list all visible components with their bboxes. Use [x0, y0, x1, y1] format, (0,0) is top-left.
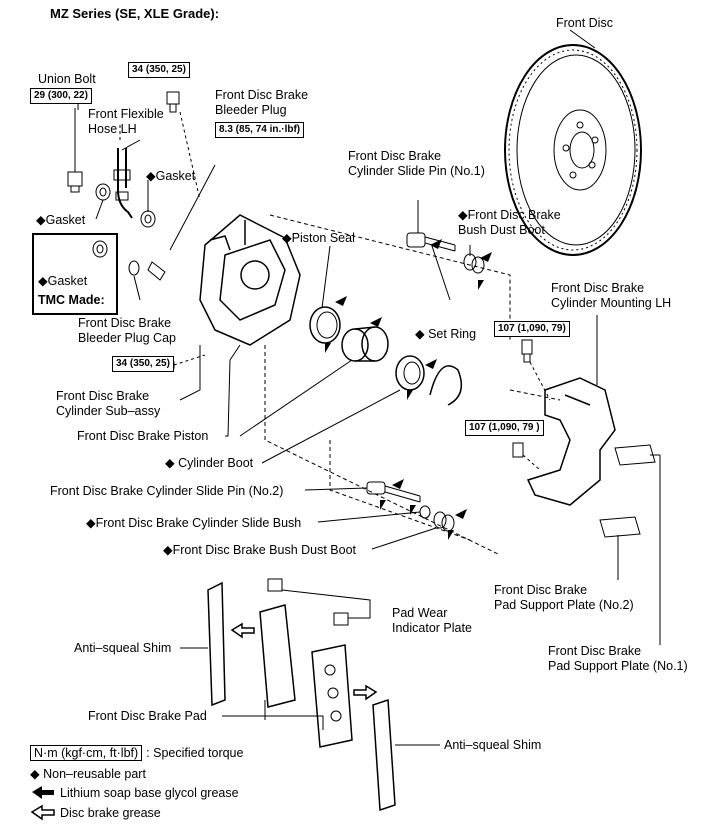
label-slide-pin-2: Front Disc Brake Cylinder Slide Pin (No.… — [50, 484, 284, 498]
label-line: Front Disc Brake — [56, 389, 150, 403]
front-disc — [504, 44, 642, 256]
label-cylinder-sub-assy: Front Disc Brake Cylinder Sub–assy — [56, 389, 160, 419]
label-line: Front Disc Brake — [348, 149, 442, 163]
union-bolt — [67, 108, 83, 193]
grease-arrows — [325, 239, 492, 540]
label-support-plate-2: Front Disc Brake Pad Support Plate (No.2… — [494, 583, 634, 613]
caliper — [199, 214, 301, 346]
label-line: Pad Wear — [392, 606, 448, 620]
torque-union-bolt: 29 (300, 22) — [30, 88, 92, 104]
label-gasket-right: ◆Gasket — [146, 169, 196, 183]
label-line: Hose LH — [88, 122, 137, 136]
label-line: Front Disc Brake — [494, 583, 588, 597]
label-line: Bleeder Plug Cap — [78, 331, 176, 345]
label-line: Bush Dust Boot — [458, 223, 545, 237]
tmc-made-box — [32, 233, 118, 315]
label-support-plate-1: Front Disc Brake Pad Support Plate (No.1… — [548, 644, 688, 674]
label-line: Indicator Plate — [392, 621, 472, 635]
label-bush-dust-boot-2: ◆Front Disc Brake Bush Dust Boot — [163, 543, 357, 557]
legend-non-reusable: ◆ Non–reusable part — [30, 767, 146, 781]
legend-torque: N·m (kgf·cm, ft·lbf): Specified torque — [30, 745, 244, 761]
label-bush-dust-boot-1: ◆Front Disc Brake Bush Dust Boot — [458, 208, 561, 238]
label-line: Bleeder Plug — [215, 103, 287, 117]
label-tmc-made: TMC Made: — [38, 293, 105, 307]
legend-torque-box: N·m (kgf·cm, ft·lbf) — [30, 745, 143, 761]
torque-hose-bolt: 34 (350, 25) — [128, 62, 190, 78]
label-pad-wear-indicator: Pad Wear Indicator Plate — [392, 606, 472, 636]
legend-disc-grease: Disc brake grease — [60, 806, 161, 820]
slide-pin-1 — [406, 200, 456, 252]
diagram-title: MZ Series (SE, XLE Grade): — [50, 6, 220, 21]
label-front-disc: Front Disc — [556, 16, 613, 30]
label-line: Front Disc Brake — [548, 644, 642, 658]
label-piston: Front Disc Brake Piston — [77, 429, 209, 443]
label-line: Front Flexible — [88, 107, 164, 121]
label-piston-seal: ◆Piston Seal — [282, 231, 355, 245]
torque-mount-bolt-2: 107 (1,090, 79 ) — [465, 420, 544, 436]
label-line: Pad Support Plate (No.1) — [548, 659, 688, 673]
label-gasket-tmc: ◆Gasket — [38, 274, 88, 288]
label-line: Cylinder Sub–assy — [56, 404, 161, 418]
torque-mount-bolt-1: 107 (1,090, 79) — [494, 321, 570, 337]
cylinder-mounting — [526, 377, 616, 506]
legend-lithium: Lithium soap base glycol grease — [60, 786, 239, 800]
torque-caliper-bolt: 34 (350, 25) — [112, 356, 174, 372]
label-union-bolt: Union Bolt — [38, 72, 96, 86]
label-line: Front Disc Brake — [215, 88, 309, 102]
label-slide-bush: ◆Front Disc Brake Cylinder Slide Bush — [86, 516, 302, 530]
label-gasket-left: ◆Gasket — [36, 213, 86, 227]
label-bleeder-plug: Front Disc Brake Bleeder Plug — [215, 88, 308, 118]
label-cylinder-boot: ◆ Cylinder Boot — [165, 456, 254, 470]
label-line: ◆Front Disc Brake — [458, 208, 561, 222]
legend-torque-text: : Specified torque — [146, 746, 244, 760]
label-shim-right: Anti–squeal Shim — [444, 738, 542, 752]
label-bleeder-cap: Front Disc Brake Bleeder Plug Cap — [78, 316, 176, 346]
label-line: Cylinder Slide Pin (No.1) — [348, 164, 485, 178]
label-pad: Front Disc Brake Pad — [88, 709, 207, 723]
piston — [341, 326, 389, 362]
label-line: Pad Support Plate (No.2) — [494, 598, 634, 612]
label-flexible-hose: Front Flexible Hose LH — [88, 107, 164, 137]
label-set-ring: ◆ Set Ring — [415, 327, 477, 341]
label-shim-left: Anti–squeal Shim — [74, 641, 172, 655]
label-line: Front Disc Brake — [78, 316, 172, 330]
label-line: Cylinder Mounting LH — [551, 296, 672, 310]
label-cylinder-mounting: Front Disc Brake Cylinder Mounting LH — [551, 281, 671, 311]
torque-bleeder: 8.3 (85, 74 in.·lbf) — [215, 122, 305, 138]
label-line: Front Disc Brake — [551, 281, 645, 295]
flexible-hose — [113, 125, 133, 219]
label-slide-pin-1: Front Disc Brake Cylinder Slide Pin (No.… — [348, 149, 485, 179]
